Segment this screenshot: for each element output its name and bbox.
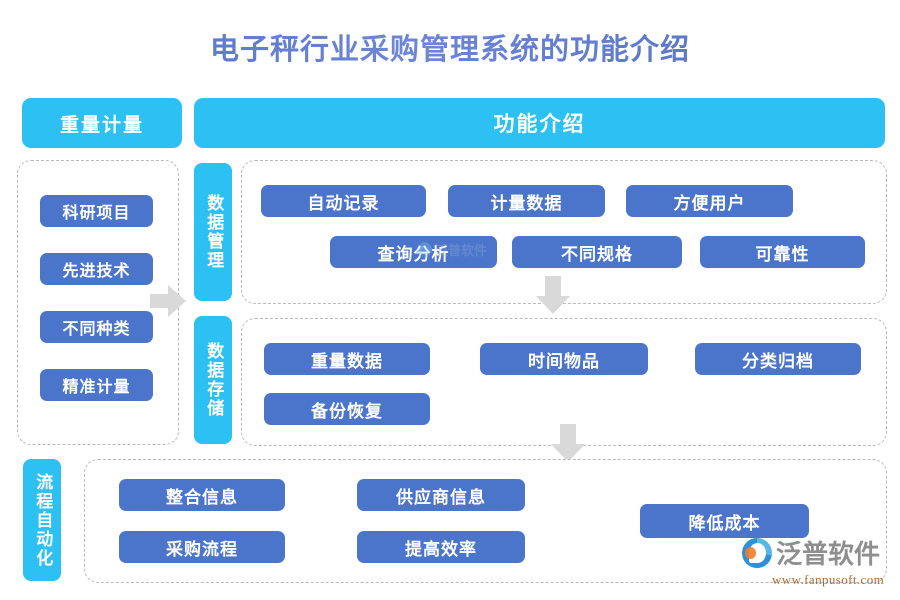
section-2-item-3[interactable]: 采购流程: [119, 531, 285, 563]
left-item-2[interactable]: 不同种类: [40, 311, 153, 343]
section-2-item-0[interactable]: 整合信息: [119, 479, 285, 511]
brand-logo: 泛普软件 www.fanpusoft.com: [742, 534, 884, 588]
section-2-item-4[interactable]: 提高效率: [357, 531, 525, 563]
section-2-item-2[interactable]: 降低成本: [640, 504, 809, 538]
arrow-down-icon-1: [536, 276, 570, 314]
section-0-item-5[interactable]: 可靠性: [700, 236, 865, 268]
section-0-item-3[interactable]: 查询分析: [330, 236, 497, 268]
section-label-data-management: 数据管理: [194, 163, 232, 301]
page-title: 电子秤行业采购管理系统的功能介绍: [0, 26, 900, 68]
header-bar-left: 重量计量: [22, 98, 182, 148]
section-1-item-3[interactable]: 备份恢复: [264, 393, 430, 425]
section-1-item-1[interactable]: 时间物品: [480, 343, 648, 375]
section-0-item-1[interactable]: 计量数据: [448, 185, 605, 217]
header-bar-right: 功能介绍: [194, 98, 885, 148]
left-item-0[interactable]: 科研项目: [40, 195, 153, 227]
section-0-item-2[interactable]: 方便用户: [626, 185, 793, 217]
section-1-item-0[interactable]: 重量数据: [264, 343, 430, 375]
fanpu-logo-icon: [742, 537, 772, 568]
left-item-3[interactable]: 精准计量: [40, 369, 153, 401]
section-0-item-0[interactable]: 自动记录: [261, 185, 426, 217]
arrow-right-icon: [150, 285, 186, 317]
section-2-item-1[interactable]: 供应商信息: [357, 479, 525, 511]
arrow-down-icon-2: [551, 424, 585, 462]
logo-url: www.fanpusoft.com: [772, 572, 885, 587]
section-0-item-4[interactable]: 不同规格: [512, 236, 682, 268]
logo-text: 泛普软件: [776, 540, 881, 569]
left-item-1[interactable]: 先进技术: [40, 253, 153, 285]
section-panel-data-management: [241, 160, 887, 304]
section-label-data-storage: 数据存储: [194, 316, 232, 444]
section-label-process-automation: 流程自动化: [23, 459, 61, 581]
section-1-item-2[interactable]: 分类归档: [695, 343, 861, 375]
